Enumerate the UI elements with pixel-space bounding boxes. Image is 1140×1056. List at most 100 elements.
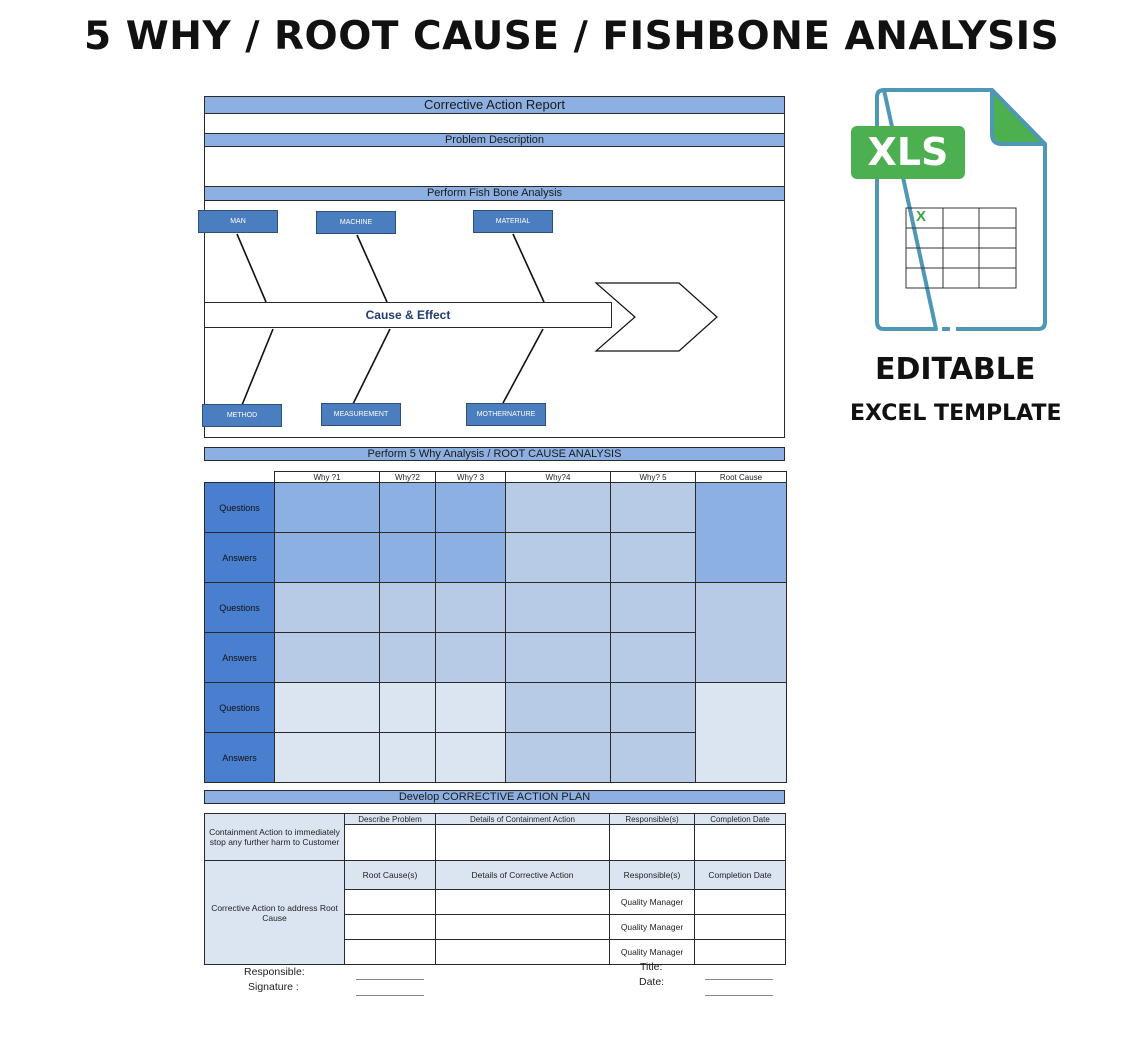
table-row: Quality Manager — [205, 914, 786, 940]
why-cell[interactable] — [274, 482, 380, 533]
completion-date-input[interactable] — [694, 939, 786, 965]
date-line[interactable] — [705, 995, 773, 996]
report-title-field[interactable] — [204, 113, 785, 134]
col-completion-date: Completion Date — [694, 860, 786, 890]
completion-date-input[interactable] — [694, 914, 786, 940]
why-cell[interactable] — [379, 532, 436, 583]
responsible-value[interactable]: Quality Manager — [609, 914, 695, 940]
five-why-table: Why ?1 Why?2 Why? 3 Why?4 Why? 5 Root Ca… — [204, 471, 787, 783]
corrective-details-input[interactable] — [435, 889, 610, 915]
corrective-details-input[interactable] — [435, 939, 610, 965]
col-containment-details: Details of Containment Action — [435, 812, 610, 826]
file-outline-icon — [875, 88, 1047, 331]
why-cell[interactable] — [379, 482, 436, 533]
responsible-value[interactable]: Quality Manager — [609, 939, 695, 965]
xls-badge: XLS — [851, 126, 965, 179]
why-cell[interactable] — [379, 632, 436, 683]
report-title: Corrective Action Report — [204, 96, 785, 114]
col-why-4: Why?4 — [505, 471, 611, 483]
why-cell[interactable] — [435, 532, 506, 583]
title-line[interactable] — [705, 979, 773, 980]
containment-date-cell[interactable] — [694, 824, 786, 861]
category-mothernature[interactable]: MOTHERNATURE — [466, 403, 546, 426]
corrective-details-input[interactable] — [435, 914, 610, 940]
row-label: Answers — [204, 532, 275, 583]
fishbone-header: Perform Fish Bone Analysis — [204, 186, 785, 201]
row-label: Questions — [204, 482, 275, 533]
why-cell[interactable] — [274, 732, 380, 783]
bone-measurement — [352, 328, 391, 405]
table-row: Questions — [204, 482, 787, 583]
col-why-2: Why?2 — [379, 471, 436, 483]
bone-material — [512, 233, 545, 303]
col-why-5: Why? 5 — [610, 471, 696, 483]
why-cell[interactable] — [274, 632, 380, 683]
table-row: Answers — [204, 532, 787, 583]
root-cause-input[interactable] — [344, 939, 436, 965]
why-cell[interactable] — [435, 682, 506, 733]
row-label: Answers — [204, 632, 275, 683]
col-responsible: Responsible(s) — [609, 860, 695, 890]
why-cell[interactable] — [610, 482, 696, 533]
why-cell[interactable] — [505, 732, 611, 783]
category-measurement[interactable]: MEASUREMENT — [321, 403, 401, 426]
why-cell[interactable] — [435, 632, 506, 683]
why-cell[interactable] — [435, 582, 506, 633]
responsible-line[interactable] — [356, 979, 424, 980]
signature-line[interactable] — [356, 995, 424, 996]
why-cell[interactable] — [610, 632, 696, 683]
why-cell[interactable] — [610, 732, 696, 783]
why-cell[interactable] — [435, 732, 506, 783]
table-row: Answers — [204, 732, 787, 783]
problem-description-field[interactable] — [204, 146, 785, 187]
completion-date-input[interactable] — [694, 889, 786, 915]
corrective-label: Corrective Action to address Root Cause — [204, 860, 345, 965]
why-cell[interactable] — [610, 682, 696, 733]
category-machine[interactable]: MACHINE — [316, 211, 396, 234]
xls-file-icon: XLS — [848, 86, 1053, 336]
why-cell[interactable] — [505, 632, 611, 683]
fish-head-arrow — [594, 282, 718, 352]
root-cause-cell[interactable] — [695, 482, 787, 583]
five-why-header: Perform 5 Why Analysis / ROOT CAUSE ANAL… — [204, 447, 785, 461]
why-cell[interactable] — [379, 682, 436, 733]
why-cell[interactable] — [505, 532, 611, 583]
action-plan-table: Containment Action to immediately stop a… — [204, 812, 786, 965]
plan-header: Develop CORRECTIVE ACTION PLAN — [204, 790, 785, 804]
responsible-value[interactable]: Quality Manager — [609, 889, 695, 915]
why-cell[interactable] — [274, 532, 380, 583]
table-row: Questions — [204, 582, 787, 683]
root-cause-input[interactable] — [344, 889, 436, 915]
why-cell[interactable] — [435, 482, 506, 533]
col-corrective-details: Details of Corrective Action — [435, 860, 610, 890]
why-cell[interactable] — [379, 732, 436, 783]
why-cell[interactable] — [505, 682, 611, 733]
category-material[interactable]: MATERIAL — [473, 210, 553, 233]
root-cause-cell[interactable] — [695, 682, 787, 783]
why-cell[interactable] — [610, 582, 696, 633]
excel-template-label: EXCEL TEMPLATE — [850, 401, 1062, 426]
row-label: Questions — [204, 582, 275, 633]
containment-details-cell[interactable] — [435, 824, 610, 861]
excel-x-icon: X — [916, 208, 927, 225]
why-cell[interactable] — [505, 582, 611, 633]
root-cause-cell[interactable] — [695, 582, 787, 683]
containment-problem-cell[interactable] — [344, 824, 436, 861]
page-headline: 5 WHY / ROOT CAUSE / FISHBONE ANALYSIS — [84, 14, 1060, 59]
date-label: Date: — [639, 976, 665, 988]
containment-label: Containment Action to immediately stop a… — [204, 813, 345, 861]
category-method[interactable]: METHOD — [202, 404, 282, 427]
why-cell[interactable] — [379, 582, 436, 633]
why-cell[interactable] — [610, 532, 696, 583]
containment-responsible-cell[interactable] — [609, 824, 695, 861]
why-cell[interactable] — [505, 482, 611, 533]
col-root-causes: Root Cause(s) — [344, 860, 436, 890]
fishbone-bones — [236, 233, 718, 406]
why-cell[interactable] — [274, 582, 380, 633]
col-responsible: Responsible(s) — [609, 812, 695, 826]
why-cell[interactable] — [274, 682, 380, 733]
root-cause-input[interactable] — [344, 914, 436, 940]
bone-machine — [356, 234, 388, 303]
mini-grid — [905, 207, 1017, 289]
category-man[interactable]: MAN — [198, 210, 278, 233]
